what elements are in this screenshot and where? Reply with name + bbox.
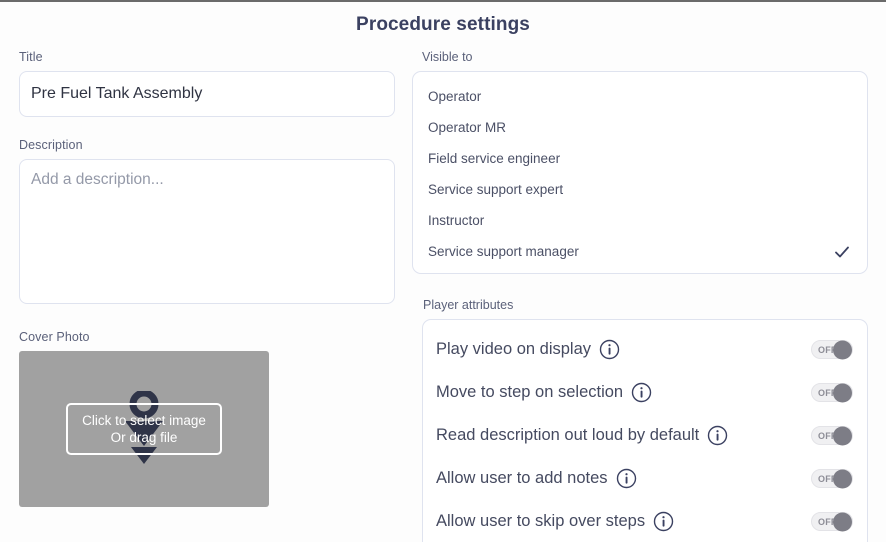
toggle-knob xyxy=(833,383,852,402)
visible-to-option-operator[interactable]: Operator xyxy=(413,81,867,112)
cover-photo-group: Cover Photo Click to select image Or dra… xyxy=(19,330,395,507)
left-column: Title Description Cover Photo Click to s… xyxy=(19,50,395,507)
title-label: Title xyxy=(19,50,43,64)
visible-to-panel: Operator Operator MR Field service engin… xyxy=(412,71,868,274)
visible-to-option-service-support-manager[interactable]: Service support manager xyxy=(413,236,867,267)
player-attributes-panel: Play video on display OFF Move to step o… xyxy=(422,319,868,542)
player-attributes-label: Player attributes xyxy=(423,298,514,312)
cover-cta-line1: Click to select image xyxy=(82,413,206,428)
player-attribute-toggle[interactable]: OFF xyxy=(811,340,853,359)
toggle-knob xyxy=(833,469,852,488)
player-attribute-row: Allow user to skip over steps OFF xyxy=(423,500,867,542)
check-icon xyxy=(835,246,849,257)
visible-to-option-label: Field service engineer xyxy=(428,151,561,166)
visible-to-option-label: Service support manager xyxy=(428,244,579,259)
visible-to-option-field-service-engineer[interactable]: Field service engineer xyxy=(413,143,867,174)
player-attribute-row: Allow user to add notes OFF xyxy=(423,457,867,500)
info-icon[interactable] xyxy=(599,339,620,360)
right-column: Visible to Operator Operator MR Field se… xyxy=(412,50,868,542)
toggle-knob xyxy=(833,340,852,359)
toggle-state-label: OFF xyxy=(818,344,837,355)
description-label: Description xyxy=(19,138,83,152)
player-attribute-label: Allow user to skip over steps xyxy=(436,512,646,530)
player-attribute-toggle[interactable]: OFF xyxy=(811,383,853,402)
player-attribute-row: Move to step on selection OFF xyxy=(423,371,867,414)
cover-cta-line2: Or drag file xyxy=(110,430,178,445)
title-input[interactable] xyxy=(19,71,395,117)
player-attribute-label: Read description out loud by default xyxy=(436,426,700,444)
visible-to-option-instructor[interactable]: Instructor xyxy=(413,205,867,236)
cover-photo-label: Cover Photo xyxy=(19,330,90,344)
info-icon[interactable] xyxy=(631,382,652,403)
cover-photo-select-button[interactable]: Click to select image Or drag file xyxy=(66,403,222,455)
visible-to-option-operator-mr[interactable]: Operator MR xyxy=(413,112,867,143)
player-attribute-row: Play video on display OFF xyxy=(423,328,867,371)
info-icon[interactable] xyxy=(653,511,674,532)
title-field-group: Title xyxy=(19,50,395,117)
visible-to-option-label: Operator xyxy=(428,89,482,104)
player-attribute-toggle[interactable]: OFF xyxy=(811,512,853,531)
player-attribute-row: Read description out loud by default OFF xyxy=(423,414,867,457)
visible-to-option-label: Instructor xyxy=(428,213,485,228)
toggle-state-label: OFF xyxy=(818,387,837,398)
toggle-knob xyxy=(833,426,852,445)
player-attribute-toggle[interactable]: OFF xyxy=(811,469,853,488)
player-attribute-label: Move to step on selection xyxy=(436,383,624,401)
player-attribute-left: Move to step on selection xyxy=(436,382,652,403)
cover-photo-dropzone[interactable]: Click to select image Or drag file xyxy=(19,351,269,507)
player-attribute-label: Play video on display xyxy=(436,340,592,358)
player-attribute-left: Play video on display xyxy=(436,339,620,360)
visible-to-option-label: Operator MR xyxy=(428,120,507,135)
player-attribute-left: Allow user to add notes xyxy=(436,468,637,489)
player-attribute-toggle[interactable]: OFF xyxy=(811,426,853,445)
description-input[interactable] xyxy=(19,159,395,304)
visible-to-option-label: Service support expert xyxy=(428,182,564,197)
player-attribute-left: Read description out loud by default xyxy=(436,425,728,446)
info-icon[interactable] xyxy=(707,425,728,446)
top-bar xyxy=(0,0,886,2)
toggle-state-label: OFF xyxy=(818,430,837,441)
page-title: Procedure settings xyxy=(356,14,530,35)
visible-to-option-service-support-expert[interactable]: Service support expert xyxy=(413,174,867,205)
player-attribute-left: Allow user to skip over steps xyxy=(436,511,674,532)
player-attribute-label: Allow user to add notes xyxy=(436,469,608,487)
visible-to-label: Visible to xyxy=(422,50,473,64)
info-icon[interactable] xyxy=(616,468,637,489)
toggle-state-label: OFF xyxy=(818,516,837,527)
description-field-group: Description xyxy=(19,138,395,309)
toggle-knob xyxy=(833,512,852,531)
toggle-state-label: OFF xyxy=(818,473,837,484)
